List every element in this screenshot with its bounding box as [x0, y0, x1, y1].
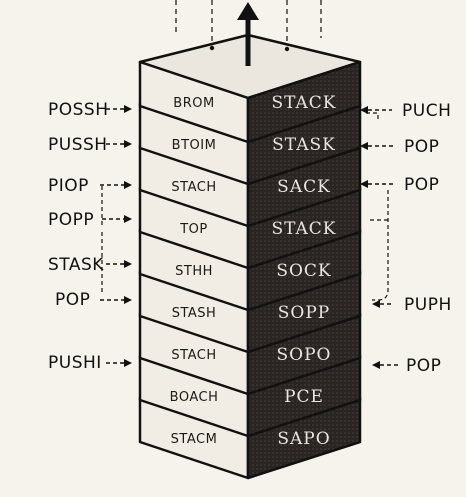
right-label-item: PUCH [360, 101, 451, 121]
left-label-text: PIOP [48, 176, 89, 196]
block-side-label: SOCK [276, 261, 331, 281]
top-guide-lines [175, 0, 322, 44]
up-arrow-icon [237, 2, 259, 66]
block-front-label: STACM [171, 432, 218, 447]
block-side-label: SAPO [277, 429, 330, 449]
left-label-item: STASK [48, 255, 132, 275]
right-label-item: POP [360, 175, 439, 195]
right-label-item: POP [372, 356, 441, 376]
stack-block: BTOIM STASK [138, 102, 362, 186]
left-label-item: POSSH [48, 100, 132, 120]
right-label-item: PUPH [366, 112, 452, 315]
block-side-label: SOPP [278, 303, 330, 323]
right-label-text: PUPH [404, 295, 452, 315]
left-label-text: STASK [48, 255, 104, 275]
block-front-label: TOP [179, 222, 208, 237]
left-label-text: PUSSH [48, 135, 108, 155]
block-front-label: STHH [175, 264, 213, 279]
stack-block: STACH SOPO [138, 312, 362, 396]
block-front-label: BOACH [170, 390, 219, 405]
block-side-label: STACK [271, 93, 336, 113]
block-front-label: STACH [171, 348, 216, 363]
right-label-text: POP [404, 137, 439, 157]
left-labels: POSSH PUSSH PIOP POPP STASK POP [48, 100, 132, 373]
left-label-text: POSSH [48, 100, 109, 120]
left-label-item: POP [55, 290, 132, 310]
left-label-item: PIOP [48, 176, 132, 196]
stack-block: STHH SOCK [138, 228, 362, 312]
stack-block: TOP STACK [138, 186, 362, 270]
block-side-label: PCE [284, 387, 324, 407]
block-front-label: STASH [172, 306, 217, 321]
block-front-label: BTOIM [172, 138, 217, 153]
right-labels: PUCH POP POP PUPH POP [360, 101, 452, 376]
block-side-label: STACK [271, 219, 336, 239]
left-label-item: PUSSH [48, 135, 132, 155]
block-side-label: SACK [277, 177, 331, 197]
left-label-text: POP [55, 290, 90, 310]
left-label-item: PUSHI [48, 353, 132, 373]
block-side-label: STASK [272, 135, 336, 155]
stack-block: BOACH PCE [138, 354, 362, 438]
block-side-label: SOPO [277, 345, 332, 365]
right-label-item: POP [360, 137, 439, 157]
block-front-label: BROM [173, 96, 214, 111]
stack-block: STASH SOPP [138, 270, 362, 354]
stack-blocks: STACM SAPO BOACH PCE STACH SOPO STASH SO… [138, 60, 362, 480]
right-label-text: POP [404, 175, 439, 195]
right-label-text: PUCH [402, 101, 451, 121]
right-label-text: POP [406, 356, 441, 376]
block-front-label: STACH [171, 180, 216, 195]
stack-block: BROM STACK [138, 60, 362, 144]
left-label-text: POPP [48, 210, 94, 230]
left-label-text: PUSHI [48, 353, 102, 373]
left-label-item: POPP [48, 210, 132, 230]
stack-block: STACH SACK [138, 144, 362, 228]
